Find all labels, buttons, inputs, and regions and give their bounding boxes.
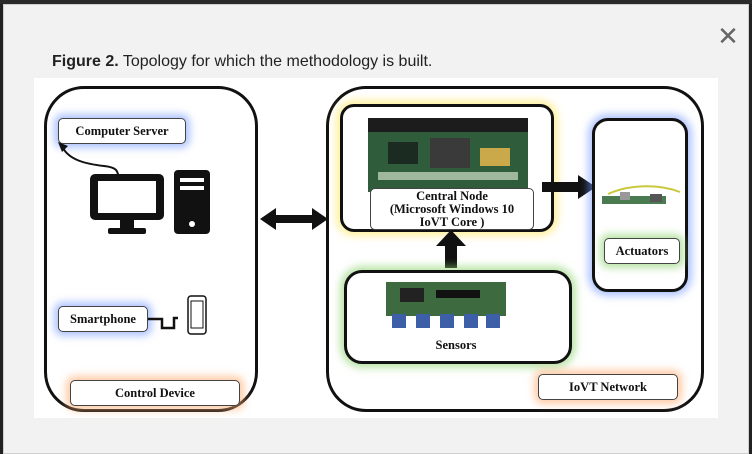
actuator-image — [602, 185, 681, 204]
iovt-network-label: IoVT Network — [538, 374, 678, 400]
control-device-label: Control Device — [70, 380, 240, 406]
caption-label: Figure 2. — [52, 53, 119, 70]
bidirectional-arrow-icon — [260, 208, 328, 230]
central-node-label: Central Node (Microsoft Windows 10 IoVT … — [370, 188, 534, 230]
actuators-label: Actuators — [604, 238, 680, 264]
caption-text: Topology for which the methodology is bu… — [118, 53, 433, 70]
close-icon[interactable]: ✕ — [717, 22, 739, 52]
computer-icon — [90, 170, 210, 234]
circuit-board-image — [368, 118, 528, 192]
figure-caption: Figure 2. Topology for which the methodo… — [52, 53, 432, 71]
computer-server-label: Computer Server — [58, 118, 186, 144]
sensors-label: Sensors — [435, 338, 477, 352]
smartphone-icon — [148, 295, 207, 335]
right-arrow-icon — [542, 175, 596, 199]
topology-figure: Computer Server Smartphone Control Devic… — [34, 78, 718, 418]
smartphone-label: Smartphone — [58, 306, 148, 332]
top-strip — [0, 0, 752, 4]
up-arrow-icon — [436, 230, 466, 268]
sensor-board-image — [386, 282, 506, 328]
